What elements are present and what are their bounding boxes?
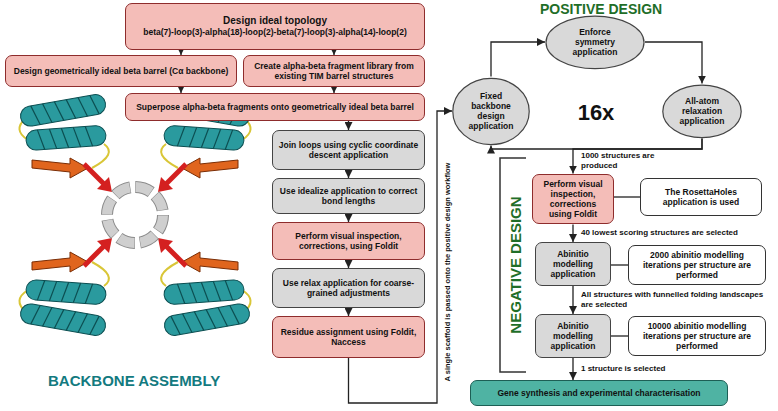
box-text: Perform visual inspection, corrections, … (278, 231, 419, 251)
text-holder: 2000 abinitio modelling iterations per s… (629, 247, 765, 284)
group-bracket (500, 158, 526, 372)
process-box: Design ideal topologybeta(7)-loop(3)-alp… (125, 3, 425, 50)
connector (572, 358, 573, 380)
text-holder: The RosettaHoles application is used (641, 184, 761, 210)
edge-label: A single scaffold is passed onto the pos… (443, 162, 452, 383)
box-text: Use idealize application to correct bond… (278, 186, 419, 206)
connector (645, 42, 702, 84)
connector (611, 264, 628, 265)
box-text: Fixed backbone design application (467, 91, 515, 132)
text-holder: 10000 abinitio modelling iterations per … (629, 318, 765, 355)
section-title: NEGATIVE DESIGN (507, 196, 525, 333)
process-box: Create alpha-beta fragment library from … (243, 55, 425, 87)
process-ellipse: All-atom relaxation application (662, 84, 742, 139)
text-holder: Abinitio modelling application (536, 318, 610, 355)
process-box: Gene synthesis and experimental characte… (470, 380, 728, 406)
connector (491, 42, 545, 77)
text-holder: Fixed backbone design application (462, 88, 520, 135)
text-holder: Superpose alpha-beta fragments onto geom… (126, 99, 424, 115)
box-text: Perform visual inspection, corrections u… (538, 179, 608, 220)
box-text: Residue assignment using Foldit, Naccess (278, 327, 419, 347)
text-holder: Join loops using cyclic coordinate desce… (273, 137, 424, 163)
box-text: 10000 abinitio modelling iterations per … (634, 321, 760, 352)
box-text: All-atom relaxation application (677, 96, 726, 127)
process-box: Use relax application for coarse-grained… (272, 268, 425, 308)
connector (491, 138, 702, 149)
text-holder: Design geometrically ideal beta barrel (… (6, 63, 236, 79)
process-box: Perform visual inspection, corrections, … (272, 222, 425, 260)
box-text: Use relax application for coarse-grained… (278, 278, 419, 298)
process-ellipse: Fixed backbone design application (452, 77, 530, 146)
box-text: Superpose alpha-beta fragments onto geom… (131, 102, 419, 112)
connector (614, 196, 640, 197)
process-box: 10000 abinitio modelling iterations per … (628, 316, 766, 357)
edge-label: 1000 structures are produced (580, 151, 682, 170)
process-box: Join loops using cyclic coordinate desce… (272, 130, 425, 170)
edge-label: 1 structure is selected (580, 364, 732, 374)
box-text: beta(7)-loop(3)-alpha(18)-loop(2)-beta(7… (131, 27, 419, 37)
connector (572, 224, 573, 242)
box-text: Enforce symmetry application (563, 27, 627, 58)
process-box: Residue assignment using Foldit, Naccess (272, 316, 425, 358)
box-heading: Design ideal topology (131, 15, 419, 27)
connector (611, 335, 628, 336)
process-box: Perform visual inspection, corrections u… (532, 174, 614, 225)
box-text: Gene synthesis and experimental characte… (476, 388, 722, 398)
repeat-count: 16x (578, 100, 615, 126)
box-text: 2000 abinitio modelling iterations per s… (634, 250, 760, 281)
process-box: Design geometrically ideal beta barrel (… (5, 55, 237, 87)
process-ellipse: Enforce symmetry application (545, 15, 645, 70)
connector (348, 308, 349, 316)
section-title: POSITIVE DESIGN (540, 1, 662, 18)
connector (348, 214, 349, 222)
connector (348, 121, 349, 130)
text-holder: Use relax application for coarse-grained… (273, 275, 424, 301)
text-holder: Gene synthesis and experimental characte… (471, 385, 727, 401)
process-box: Abinitio modelling application (535, 314, 611, 358)
edge-label: 40 lowest scoring structures are selecte… (580, 228, 767, 238)
box-text: Create alpha-beta fragment library from … (249, 61, 419, 81)
text-holder: Perform visual inspection, corrections u… (533, 176, 613, 223)
connector (348, 260, 349, 268)
text-holder: Enforce symmetry application (558, 24, 632, 61)
connector (572, 286, 573, 314)
text-holder: Create alpha-beta fragment library from … (244, 58, 424, 84)
section-title: BACKBONE ASSEMBLY (48, 372, 220, 390)
process-box: 2000 abinitio modelling iterations per s… (628, 245, 766, 286)
text-holder: Design ideal topologybeta(7)-loop(3)-alp… (126, 12, 424, 40)
process-box: The RosettaHoles application is used (640, 178, 762, 216)
text-holder: All-atom relaxation application (672, 93, 731, 130)
box-text: The RosettaHoles application is used (646, 187, 756, 207)
box-text: Design geometrically ideal beta barrel (… (11, 66, 231, 76)
edge-label: All structures with funnelled folding la… (580, 290, 772, 309)
text-holder: Use idealize application to correct bond… (273, 183, 424, 209)
process-box: Abinitio modelling application (535, 242, 611, 286)
text-holder: Residue assignment using Foldit, Naccess (273, 324, 424, 350)
process-box: Use idealize application to correct bond… (272, 178, 425, 214)
text-holder: Abinitio modelling application (536, 246, 610, 283)
box-text: Abinitio modelling application (541, 321, 605, 352)
connector (348, 170, 349, 178)
connector (573, 138, 702, 173)
text-holder: Perform visual inspection, corrections, … (273, 228, 424, 254)
box-text: Join loops using cyclic coordinate desce… (278, 140, 419, 160)
process-box: Superpose alpha-beta fragments onto geom… (125, 93, 425, 121)
box-text: Abinitio modelling application (541, 249, 605, 280)
